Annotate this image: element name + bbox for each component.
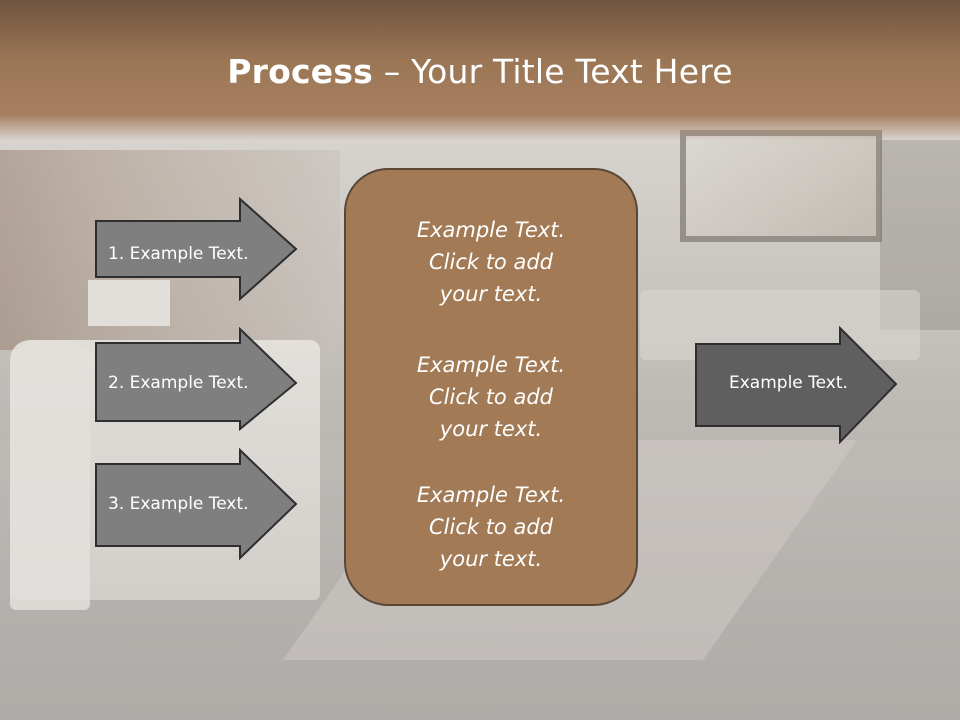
input-arrow-2[interactable]: 2. Example Text. <box>94 327 300 431</box>
arrow-shape <box>95 197 298 301</box>
output-arrow-label: Example Text. <box>729 373 848 393</box>
text-block-1[interactable]: Example Text. Click to add your text. <box>346 214 636 310</box>
input-arrow-label: 3. Example Text. <box>108 494 249 514</box>
arrow-shape <box>95 448 298 561</box>
title-band <box>0 0 960 140</box>
block-line: Example Text. <box>416 483 566 507</box>
block-line: your text. <box>439 547 543 571</box>
background-sofa-arm <box>10 340 90 610</box>
block-line: Example Text. <box>416 353 566 377</box>
block-line: your text. <box>439 282 543 306</box>
background-lamp <box>88 280 170 326</box>
text-block-3[interactable]: Example Text. Click to add your text. <box>346 479 636 575</box>
process-box[interactable]: Example Text. Click to add your text. Ex… <box>344 168 638 606</box>
text-block-2[interactable]: Example Text. Click to add your text. <box>346 349 636 445</box>
arrow-shape <box>95 327 298 431</box>
title-rest: – Your Title Text Here <box>373 52 733 91</box>
block-line: Click to add <box>428 385 553 409</box>
input-arrow-label: 2. Example Text. <box>108 373 249 393</box>
block-line: Example Text. <box>416 218 566 242</box>
block-line: your text. <box>439 417 543 441</box>
output-arrow[interactable]: Example Text. <box>694 326 900 444</box>
block-line: Click to add <box>428 250 553 274</box>
slide-title[interactable]: Process – Your Title Text Here <box>0 52 960 91</box>
block-line: Click to add <box>428 515 553 539</box>
input-arrow-1[interactable]: 1. Example Text. <box>94 197 300 301</box>
title-bold: Process <box>227 52 374 91</box>
input-arrow-3[interactable]: 3. Example Text. <box>94 448 300 562</box>
arrow-shape <box>695 326 898 444</box>
input-arrow-label: 1. Example Text. <box>108 244 249 264</box>
